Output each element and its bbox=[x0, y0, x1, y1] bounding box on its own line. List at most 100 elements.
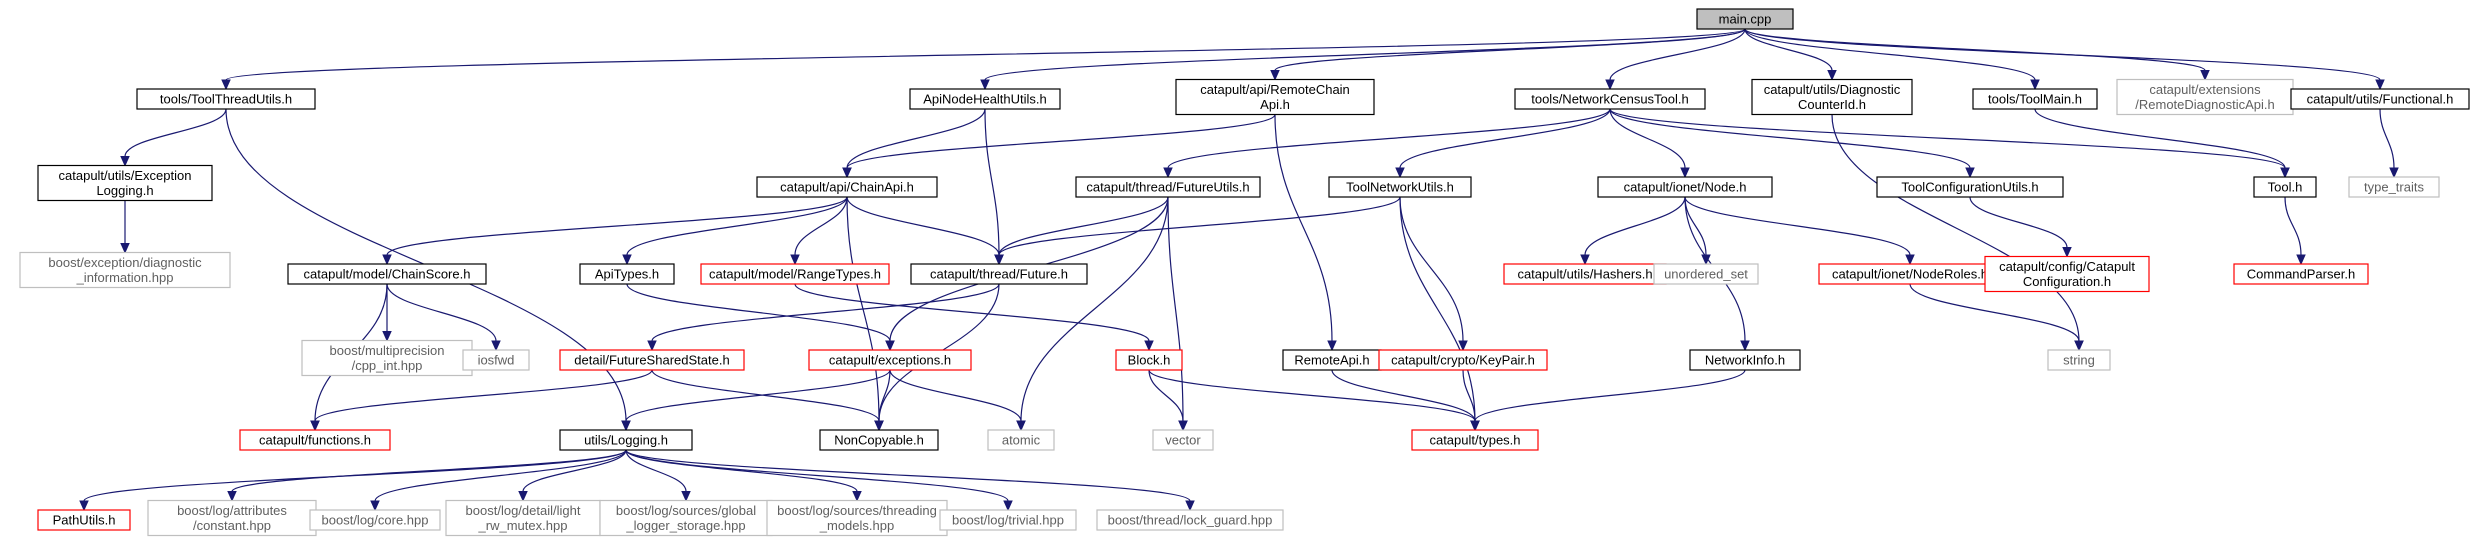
edge-fss-to-nc bbox=[651, 369, 880, 422]
arrowhead-node-to-hash bbox=[1580, 254, 1590, 266]
nodes-layer: main.cpp tools/ToolThreadUtils.h ApiNodeHe… bbox=[19, 8, 2470, 537]
node-box-log bbox=[559, 429, 693, 451]
node-tnu[interactable]: ToolNetworkUtils.h bbox=[1328, 176, 1472, 198]
node-box-tcu bbox=[1876, 176, 2064, 198]
node-nr[interactable]: catapult/ionet/NodeRoles.h bbox=[1818, 263, 2002, 285]
node-cp[interactable]: CommandParser.h bbox=[2233, 263, 2369, 285]
node-box-nct bbox=[1514, 88, 1706, 110]
arrowhead-blk-to-vec bbox=[1178, 420, 1188, 432]
edge-blk-to-types bbox=[1148, 369, 1476, 422]
edge-rt-to-blk bbox=[794, 283, 1150, 342]
node-label-blst-0: boost/log/sources/threading bbox=[777, 503, 937, 518]
node-box-ni bbox=[1689, 349, 1801, 371]
node-box-blt bbox=[939, 509, 1077, 531]
edge-fu-to-atomic bbox=[1020, 196, 1169, 422]
node-vec[interactable]: vector bbox=[1152, 429, 1214, 451]
node-cs[interactable]: catapult/model/ChainScore.h bbox=[287, 263, 487, 285]
node-log[interactable]: utils/Logging.h bbox=[559, 429, 693, 451]
node-rda[interactable]: catapult/extensions/RemoteDiagnosticApi.… bbox=[2116, 78, 2294, 116]
edge-ca-to-fut bbox=[846, 196, 1000, 256]
edge-main-to-dci bbox=[1744, 28, 1833, 71]
node-nc[interactable]: NonCopyable.h bbox=[819, 429, 939, 451]
node-tm[interactable]: tools/ToolMain.h bbox=[1972, 88, 2098, 110]
arrowhead-rca-to-ra bbox=[1327, 340, 1337, 352]
arrowhead-el-to-bed bbox=[120, 243, 130, 254]
arrowhead-exc-to-nc bbox=[874, 420, 884, 432]
node-fss[interactable]: detail/FutureSharedState.h bbox=[559, 349, 745, 371]
node-box-atomic bbox=[987, 429, 1055, 451]
node-box-rda bbox=[2116, 78, 2294, 116]
node-exc[interactable]: catapult/exceptions.h bbox=[808, 349, 972, 371]
edge-node-to-hash bbox=[1584, 196, 1686, 256]
node-atomic[interactable]: atomic bbox=[987, 429, 1055, 451]
edge-log-to-blsg bbox=[625, 449, 687, 492]
node-tool[interactable]: Tool.h bbox=[2253, 176, 2317, 198]
edge-nct-to-tcu bbox=[1609, 108, 1971, 169]
node-str[interactable]: string bbox=[2047, 349, 2111, 371]
node-box-blst bbox=[766, 499, 948, 537]
node-ca[interactable]: catapult/api/ChainApi.h bbox=[756, 176, 938, 198]
node-fun[interactable]: catapult/utils/Functional.h bbox=[2290, 88, 2470, 110]
node-box-bed bbox=[19, 251, 231, 289]
node-cf[interactable]: catapult/functions.h bbox=[239, 429, 391, 451]
node-bmp[interactable]: boost/multiprecision/cpp_int.hpp bbox=[301, 339, 473, 377]
node-pu[interactable]: PathUtils.h bbox=[37, 509, 131, 531]
node-blst[interactable]: boost/log/sources/threading_models.hpp bbox=[766, 499, 948, 537]
node-label-ra-0: RemoteApi.h bbox=[1294, 353, 1369, 368]
arrowhead-fut-to-fss bbox=[647, 340, 657, 352]
arrowhead-exc-to-log bbox=[621, 420, 631, 432]
node-btl[interactable]: boost/thread/lock_guard.hpp bbox=[1096, 509, 1284, 531]
node-blt[interactable]: boost/log/trivial.hpp bbox=[939, 509, 1077, 531]
node-box-blk bbox=[1115, 349, 1183, 371]
node-bed[interactable]: boost/exception/diagnostic_information.h… bbox=[19, 251, 231, 289]
arrowhead-main-to-anh bbox=[980, 79, 990, 91]
node-rt[interactable]: catapult/model/RangeTypes.h bbox=[700, 263, 890, 285]
node-hash[interactable]: catapult/utils/Hashers.h bbox=[1503, 263, 1667, 285]
node-box-btl bbox=[1096, 509, 1284, 531]
node-node[interactable]: catapult/ionet/Node.h bbox=[1597, 176, 1773, 198]
node-blc[interactable]: boost/log/core.hpp bbox=[309, 509, 441, 531]
node-types[interactable]: catapult/types.h bbox=[1411, 429, 1539, 451]
node-kp[interactable]: catapult/crypto/KeyPair.h bbox=[1378, 349, 1548, 371]
node-label-blt-0: boost/log/trivial.hpp bbox=[952, 513, 1064, 528]
node-iosfwd[interactable]: iosfwd bbox=[462, 349, 530, 371]
node-tt[interactable]: type_traits bbox=[2348, 176, 2440, 198]
node-blsg[interactable]: boost/log/sources/global_logger_storage.… bbox=[599, 499, 773, 537]
node-anh[interactable]: ApiNodeHealthUtils.h bbox=[909, 88, 1061, 110]
node-bla[interactable]: boost/log/attributes/constant.hpp bbox=[147, 499, 317, 537]
edge-ni-to-types bbox=[1474, 369, 1746, 422]
node-label-blst-1: _models.hpp bbox=[819, 518, 894, 533]
node-ra[interactable]: RemoteApi.h bbox=[1282, 349, 1382, 371]
node-label-atomic-0: atomic bbox=[1002, 433, 1041, 448]
node-us[interactable]: unordered_set bbox=[1653, 263, 1759, 285]
node-ni[interactable]: NetworkInfo.h bbox=[1689, 349, 1801, 371]
node-fut[interactable]: catapult/thread/Future.h bbox=[910, 263, 1088, 285]
arrowhead-cs-to-bmp bbox=[382, 331, 392, 342]
arrowhead-node-to-ni bbox=[1740, 340, 1750, 352]
node-tcu[interactable]: ToolConfigurationUtils.h bbox=[1876, 176, 2064, 198]
node-nct[interactable]: tools/NetworkCensusTool.h bbox=[1514, 88, 1706, 110]
edge-nct-to-fu bbox=[1167, 108, 1611, 169]
arrowhead-log-to-blsg bbox=[681, 491, 691, 502]
node-blk[interactable]: Block.h bbox=[1115, 349, 1183, 371]
node-box-us bbox=[1653, 263, 1759, 285]
node-label-blsg-0: boost/log/sources/global bbox=[616, 503, 756, 518]
node-main[interactable]: main.cpp bbox=[1696, 8, 1794, 30]
node-label-ttu-0: tools/ToolThreadUtils.h bbox=[160, 92, 292, 107]
edge-blk-to-vec bbox=[1148, 369, 1184, 422]
node-label-tm-0: tools/ToolMain.h bbox=[1988, 92, 2082, 107]
node-fu[interactable]: catapult/thread/FutureUtils.h bbox=[1075, 176, 1261, 198]
node-box-fut bbox=[910, 263, 1088, 285]
node-ttu[interactable]: tools/ToolThreadUtils.h bbox=[136, 88, 316, 110]
node-box-types bbox=[1411, 429, 1539, 451]
node-at[interactable]: ApiTypes.h bbox=[579, 263, 675, 285]
arrowhead-log-to-pu bbox=[79, 500, 89, 512]
node-box-nc bbox=[819, 429, 939, 451]
node-bld[interactable]: boost/log/detail/light_rw_mutex.hpp bbox=[445, 499, 601, 537]
node-box-dci bbox=[1751, 78, 1913, 116]
node-label-nc-0: NonCopyable.h bbox=[834, 433, 924, 448]
